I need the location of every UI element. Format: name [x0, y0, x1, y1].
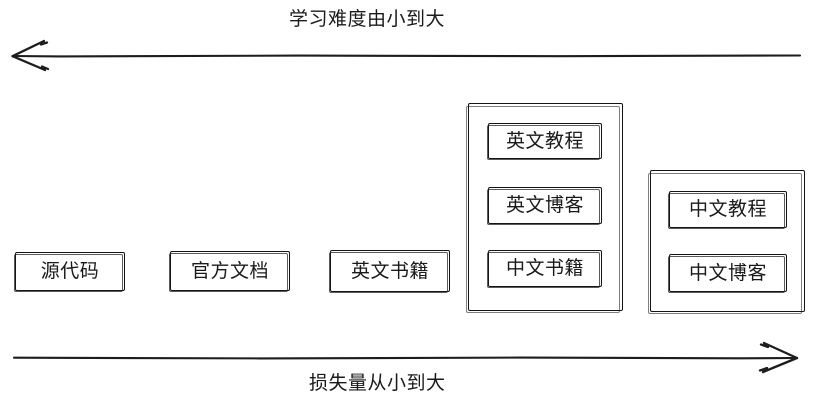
loss-axis-label: 损失量从小到大	[309, 372, 446, 394]
group-chinese[interactable]: 中文教程 中文博客	[648, 170, 805, 314]
node-label: 中文书籍	[505, 257, 584, 279]
node-english-tutorial[interactable]: 英文教程	[487, 123, 602, 160]
node-chinese-blog[interactable]: 中文博客	[668, 254, 787, 293]
difficulty-axis	[11, 39, 802, 72]
node-source-code[interactable]: 源代码	[14, 252, 125, 292]
node-english-books[interactable]: 英文书籍	[329, 250, 450, 293]
node-label: 中文博客	[688, 261, 767, 284]
node-label: 官方文档	[190, 259, 269, 282]
node-label: 中文教程	[688, 198, 767, 220]
difficulty-axis-label: 学习难度由小到大	[289, 8, 446, 30]
node-label: 源代码	[40, 260, 100, 282]
group-english[interactable]: 英文教程 英文博客 中文书籍	[466, 103, 623, 313]
node-chinese-books[interactable]: 中文书籍	[487, 250, 602, 288]
node-label: 英文教程	[505, 129, 584, 152]
node-english-blog[interactable]: 英文博客	[487, 187, 602, 225]
node-official-docs[interactable]: 官方文档	[169, 251, 290, 292]
node-label: 英文书籍	[350, 259, 429, 282]
node-chinese-tutorial[interactable]: 中文教程	[668, 191, 787, 229]
loss-axis	[12, 341, 799, 374]
node-label: 英文博客	[505, 194, 584, 216]
